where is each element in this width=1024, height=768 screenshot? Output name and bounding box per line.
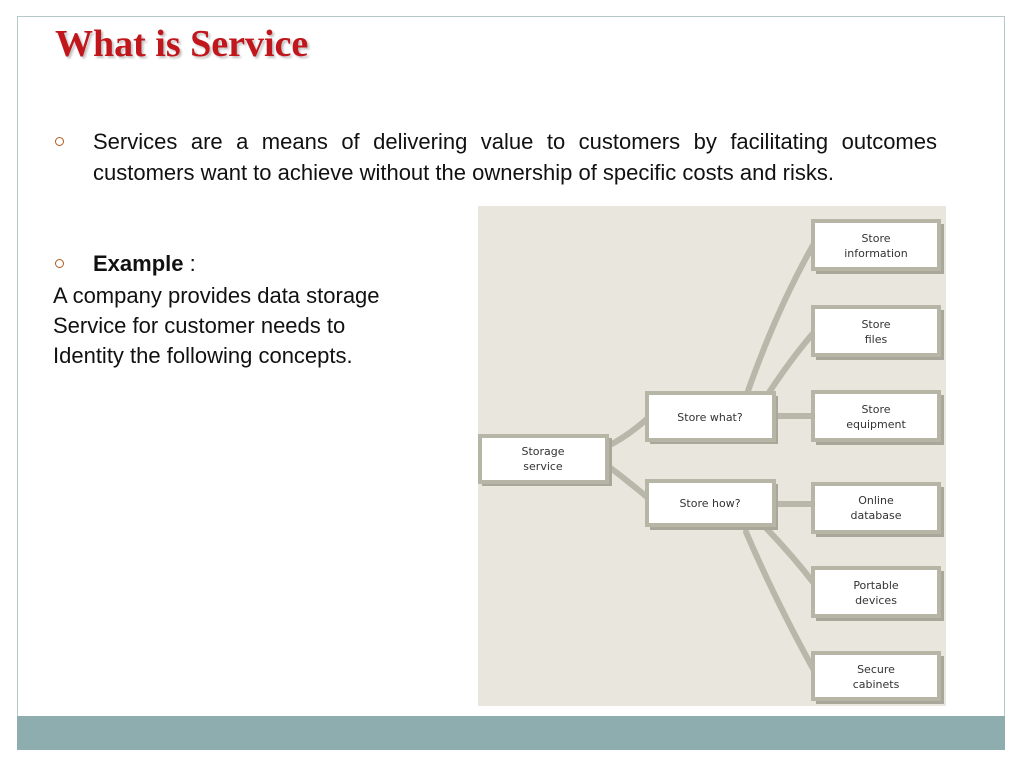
example-line-1: A company provides data storage	[53, 283, 380, 308]
storage-service-diagram: Storage service Store what? Store how? S…	[478, 206, 946, 706]
node-secure-cabinets-line1: Secure	[857, 663, 895, 676]
node-store-how-label: Store how?	[679, 497, 740, 510]
node-store-information	[811, 219, 941, 271]
node-online-database	[811, 482, 941, 534]
node-store-equipment-line1: Store	[861, 403, 890, 416]
node-portable-devices-line1: Portable	[853, 579, 899, 592]
node-store-information-line2: information	[844, 247, 908, 260]
example-line-3: Identity the following concepts.	[53, 343, 353, 368]
node-store-information-line1: Store	[861, 232, 890, 245]
bullet-definition: Services are a means of delivering value…	[55, 126, 937, 188]
node-storage-service-line1: Storage	[521, 445, 564, 458]
connector-what-files	[765, 327, 819, 397]
connector-how-portable	[763, 525, 819, 589]
connector-root-how	[605, 463, 651, 501]
node-storage-service	[478, 434, 609, 484]
footer-band	[17, 716, 1005, 750]
node-secure-cabinets	[811, 651, 941, 701]
node-secure-cabinets-line2: cabinets	[853, 678, 900, 691]
node-storage-service-line2: service	[523, 460, 563, 473]
node-online-database-line2: database	[851, 509, 902, 522]
bullet-circle-icon	[55, 137, 64, 146]
node-store-equipment-line2: equipment	[846, 418, 906, 431]
definition-text: Services are a means of delivering value…	[93, 129, 937, 185]
example-label: Example	[93, 251, 184, 276]
example-line-2: Service for customer needs to	[53, 313, 346, 338]
connector-what-info	[745, 237, 819, 394]
node-online-database-line1: Online	[858, 494, 894, 507]
node-store-files	[811, 305, 941, 357]
diagram-canvas: Storage service Store what? Store how? S…	[478, 219, 944, 704]
node-store-what	[645, 391, 776, 442]
node-store-equipment	[811, 390, 941, 442]
example-colon: :	[183, 251, 196, 276]
node-store-files-line2: files	[865, 333, 888, 346]
node-store-how	[645, 479, 776, 527]
node-store-files-line1: Store	[861, 318, 890, 331]
slide-title: What is Service	[55, 23, 309, 65]
connector-root-what	[605, 415, 651, 449]
bullet-example: Example :	[55, 248, 937, 279]
bullet-circle-icon	[55, 259, 64, 268]
node-portable-devices-line2: devices	[855, 594, 897, 607]
node-portable-devices	[811, 566, 941, 618]
connector-how-secure	[743, 529, 819, 677]
node-store-what-label: Store what?	[677, 411, 743, 424]
